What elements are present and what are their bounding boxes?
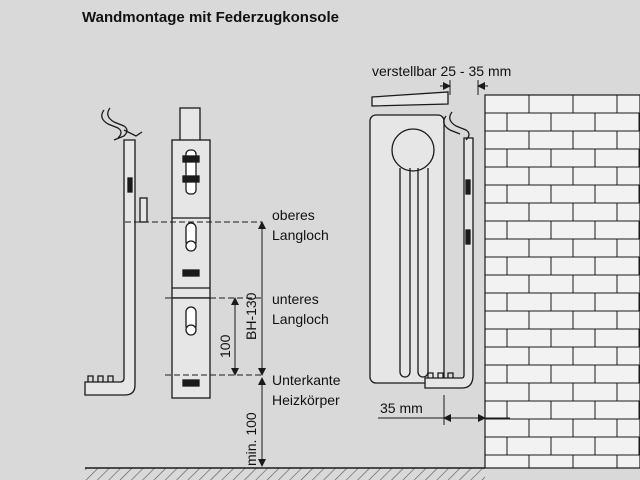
adjustable-label: verstellbar 25 - 35 mm (372, 63, 511, 79)
dimension-lines (231, 221, 266, 467)
distance-35-label: 35 mm (380, 400, 423, 416)
bracket-front-view (171, 107, 211, 399)
brick-wall (484, 94, 640, 469)
bracket-side-view (84, 107, 148, 396)
dim-100-label: 100 (217, 334, 233, 358)
upper-slot-label-1: oberes (272, 207, 315, 223)
dim-bh-label: BH-130 (243, 292, 259, 340)
lower-slot-label-2: Langloch (272, 311, 329, 327)
diagram-title: Wandmontage mit Federzugkonsole (82, 9, 339, 26)
lower-slot-label-1: unteres (272, 291, 319, 307)
floor (85, 467, 485, 480)
bottom-edge-label-2: Heizkörper (272, 392, 340, 408)
distance-35-dimension (378, 395, 510, 425)
radiator-side-view (369, 91, 449, 384)
adjustable-dimension (440, 80, 488, 95)
reference-lines (125, 221, 262, 376)
upper-slot-label-2: Langloch (272, 227, 329, 243)
bracket-on-wall (424, 111, 474, 389)
dim-min100-label: min. 100 (243, 412, 259, 466)
bottom-edge-label-1: Unterkante (272, 372, 341, 388)
